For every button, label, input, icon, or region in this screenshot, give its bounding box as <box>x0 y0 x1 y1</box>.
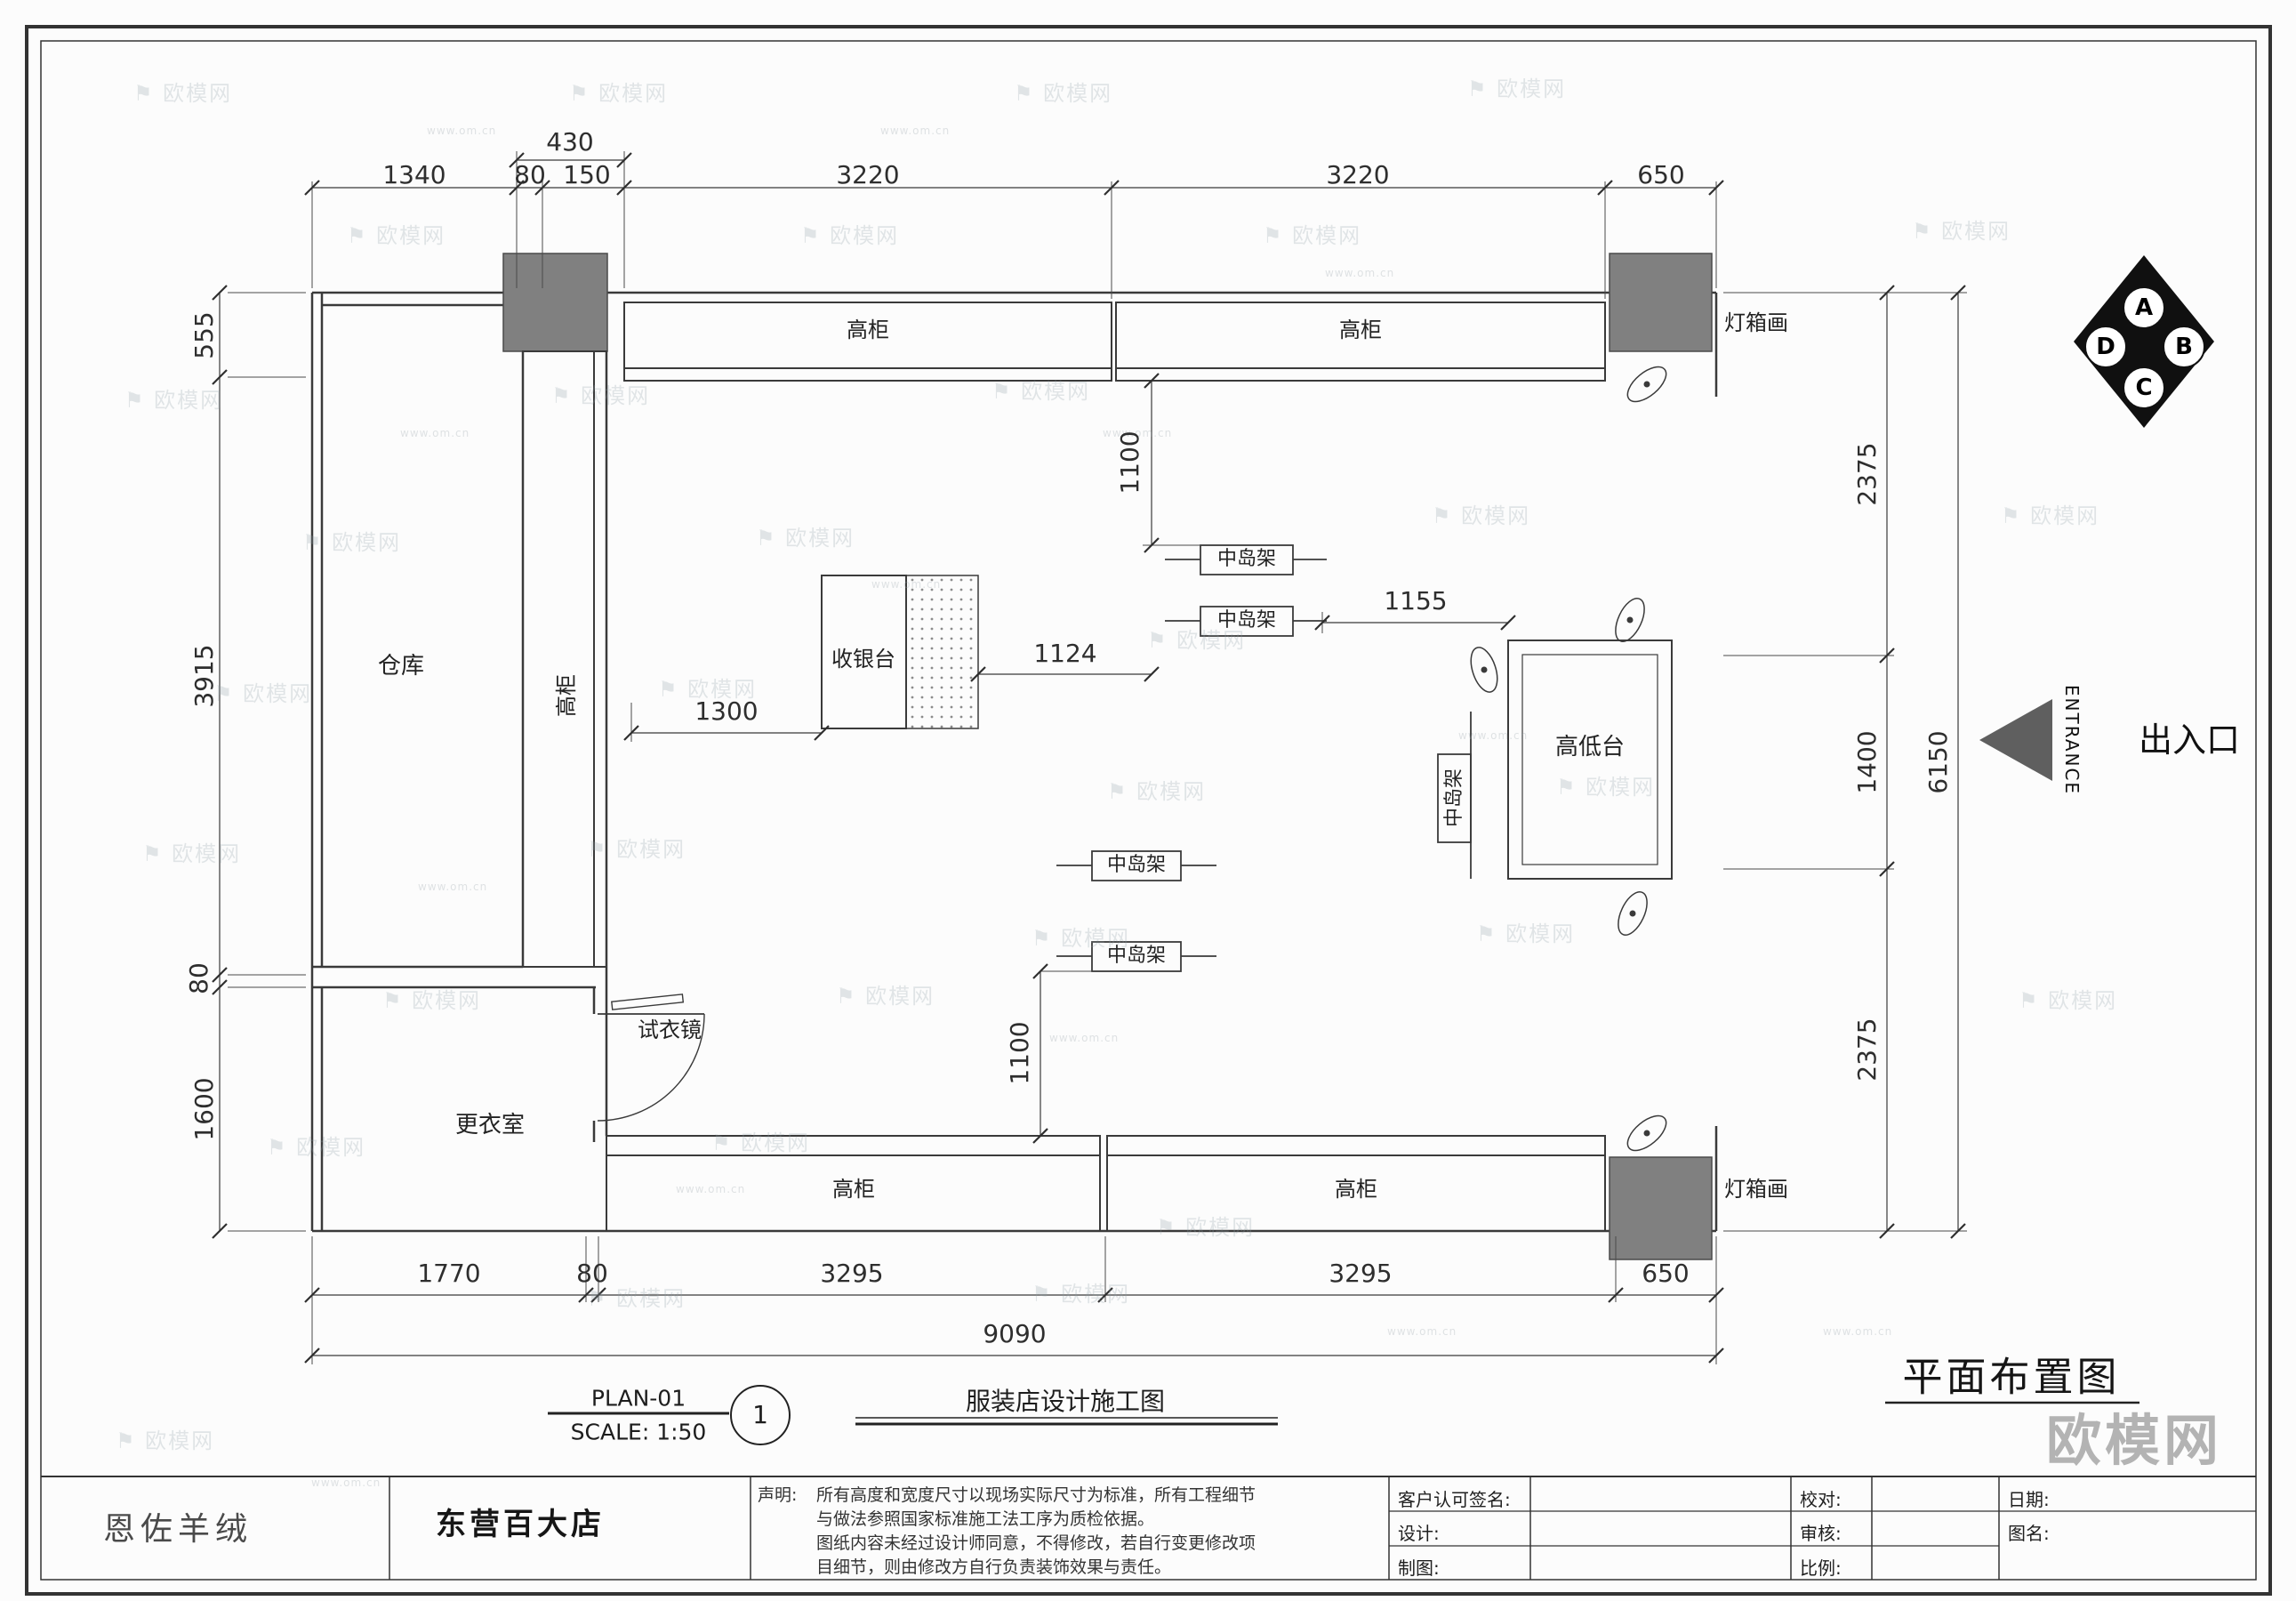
label-warehouse: 仓库 <box>377 653 425 680</box>
label-high-low-table: 高低台 <box>1554 734 1626 760</box>
dim-bottom-80: 80 <box>576 1259 608 1288</box>
caption-drawing-title: 服装店设计施工图 <box>965 1387 1166 1416</box>
label-entrance-en: ENTRANCE <box>2061 684 2083 796</box>
dim-top-150: 150 <box>563 160 611 189</box>
compass-letter-d: D <box>2096 334 2115 360</box>
caption-plan-number: PLAN-01 <box>590 1385 686 1412</box>
titleblock-design-label: 设计: <box>1398 1523 1440 1544</box>
titleblock-drawing-name-label: 图名: <box>2008 1523 2050 1544</box>
spotlights <box>1470 366 1667 1152</box>
label-changing-room: 更衣室 <box>454 1112 526 1138</box>
titleblock-note-label: 声明: <box>758 1485 798 1505</box>
label-tall-cabinet-top-left: 高柜 <box>847 318 889 342</box>
dim-ticks <box>212 152 1966 1364</box>
titleblock-proof-label: 校对: <box>1800 1489 1842 1510</box>
dim-top-650: 650 <box>1637 160 1685 189</box>
titleblock-ratio-label: 比例: <box>1800 1557 1842 1579</box>
label-entrance-cn: 出入口 <box>2138 720 2241 760</box>
dim-left-80: 80 <box>184 962 213 994</box>
label-fitting-mirror: 试衣镜 <box>638 1018 702 1042</box>
dim-inner-1124: 1124 <box>1033 639 1097 668</box>
note-line-4: 目细节，则由修改方自行负责装饰效果与责任。 <box>816 1557 1172 1577</box>
dim-left-1600: 1600 <box>189 1077 219 1141</box>
cashier-desk <box>821 575 979 729</box>
label-island-rack-3: 中岛架 <box>1106 854 1167 876</box>
island-racks <box>1056 544 1472 972</box>
dim-top-3220-right: 3220 <box>1326 160 1390 189</box>
dim-inner-1100-top: 1100 <box>1115 430 1144 495</box>
label-island-rack-1: 中岛架 <box>1216 548 1277 570</box>
dim-inner-1100-bottom: 1100 <box>1005 1021 1034 1085</box>
note-line-1: 所有高度和宽度尺寸以现场实际尺寸为标准，所有工程细节 <box>816 1485 1256 1505</box>
structural-columns <box>502 253 1713 1260</box>
caption-scale: SCALE: 1:50 <box>570 1419 707 1445</box>
door-and-mirror <box>597 994 705 1122</box>
border-frame <box>25 25 2272 1596</box>
dim-bottom-total-9090: 9090 <box>983 1319 1047 1348</box>
caption-rules <box>548 1385 2139 1445</box>
compass-letter-c: C <box>2135 374 2153 401</box>
titleblock-grid <box>41 1476 2256 1580</box>
dim-bottom-650: 650 <box>1642 1259 1690 1288</box>
dim-top-3220-left: 3220 <box>836 160 900 189</box>
dim-lines <box>219 159 1959 1356</box>
dim-inner-1155: 1155 <box>1384 586 1448 615</box>
titleblock-client-sign-label: 客户认可签名: <box>1398 1489 1511 1510</box>
label-tall-cabinet-bottom-right: 高柜 <box>1335 1177 1377 1202</box>
titleblock-brand: 恩佐羊绒 <box>102 1511 253 1548</box>
label-tall-cabinet-bottom-left: 高柜 <box>832 1177 875 1202</box>
dim-bottom-3295-left: 3295 <box>820 1259 884 1288</box>
caption-detail-bubble: 1 <box>752 1400 768 1429</box>
label-cashier: 收银台 <box>831 647 895 672</box>
label-lightbox-bottom: 灯箱画 <box>1724 1177 1788 1202</box>
dim-bottom-1770: 1770 <box>417 1259 481 1288</box>
dim-right-2375-top: 2375 <box>1852 442 1882 506</box>
titleblock-review-label: 审核: <box>1800 1523 1842 1544</box>
label-island-rack-2: 中岛架 <box>1216 609 1277 632</box>
note-line-2: 与做法参照国家标准施工法工序为质检依据。 <box>816 1509 1155 1529</box>
label-island-rack-4: 中岛架 <box>1106 945 1167 967</box>
cabinets <box>522 302 1606 1232</box>
label-tall-cabinet-top-right: 高柜 <box>1339 318 1382 342</box>
note-line-3: 图纸内容未经过设计师同意，不得修改，若自行变更修改项 <box>816 1533 1256 1553</box>
titleblock-store: 东营百大店 <box>436 1507 605 1542</box>
titleblock-draft-label: 制图: <box>1398 1557 1440 1579</box>
label-lightbox-top: 灯箱画 <box>1724 310 1788 335</box>
sheet-title: 平面布置图 <box>1902 1353 2121 1401</box>
dim-right-total-6150: 6150 <box>1923 730 1953 794</box>
compass-icon <box>2074 255 2214 428</box>
dim-top-1340: 1340 <box>382 160 446 189</box>
label-island-rack-5: 中岛架 <box>1443 768 1465 828</box>
titleblock-date-label: 日期: <box>2008 1489 2050 1510</box>
dim-left-3915: 3915 <box>189 644 219 708</box>
compass-letter-b: B <box>2175 334 2193 360</box>
high-low-table <box>1507 640 1673 880</box>
compass-letter-a: A <box>2134 294 2154 321</box>
label-tall-cabinet-left: 高柜 <box>554 674 579 717</box>
dim-top-430: 430 <box>546 127 594 157</box>
entrance-arrow-icon <box>1979 699 2052 781</box>
site-logo: 欧模网 <box>2045 1408 2223 1473</box>
titleblock-note: 所有高度和宽度尺寸以现场实际尺寸为标准，所有工程细节 与做法参照国家标准施工法工… <box>816 1484 1256 1580</box>
dim-right-2375-bottom: 2375 <box>1852 1018 1882 1082</box>
dim-right-1400: 1400 <box>1852 730 1882 794</box>
dim-inner-1300: 1300 <box>694 696 759 726</box>
dim-bottom-3295-right: 3295 <box>1329 1259 1393 1288</box>
dim-left-555: 555 <box>189 311 219 359</box>
dim-top-80: 80 <box>514 160 546 189</box>
